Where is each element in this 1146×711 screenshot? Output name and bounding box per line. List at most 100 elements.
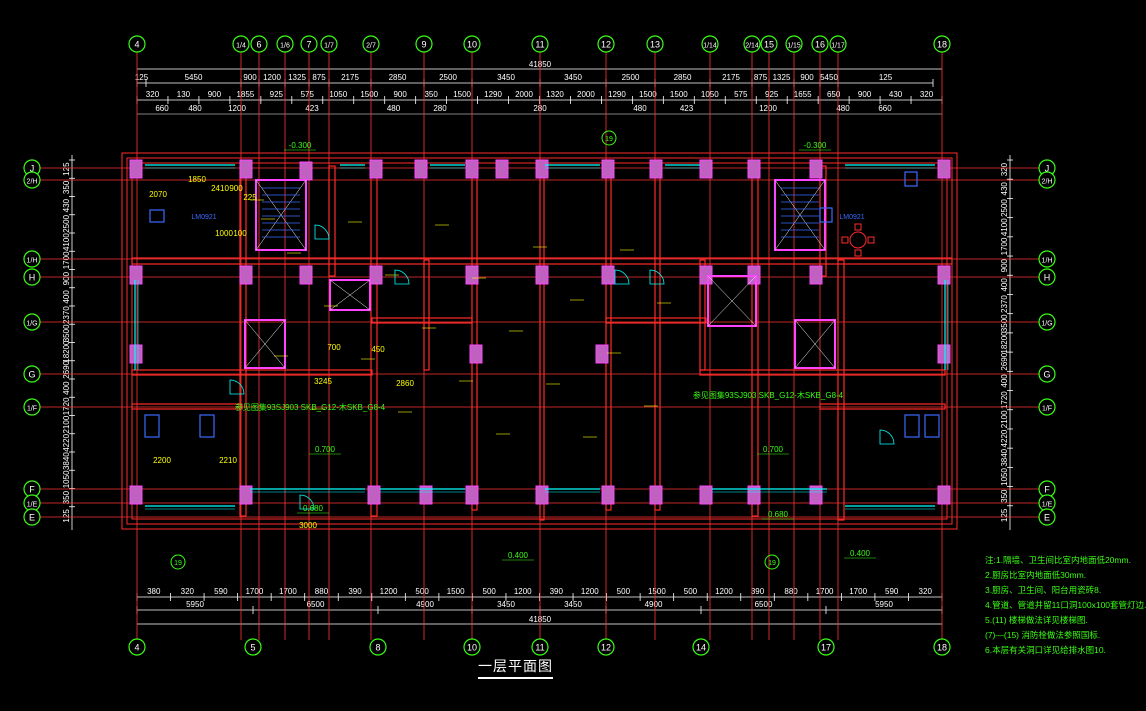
- detail-callout-bubble: [764, 554, 780, 570]
- dim-right-text: 320: [1000, 162, 1009, 176]
- room-dimension: 225: [243, 193, 257, 202]
- dim-top-row2-text: 350: [424, 90, 438, 99]
- level-mark: -0.300: [804, 141, 827, 150]
- axis-bubble-top-label: 9: [421, 40, 426, 50]
- axis-bubble-top-label: 1/14: [703, 43, 717, 50]
- dim-top-row2-text: 575: [734, 90, 748, 99]
- dim-top-row1-text: 875: [312, 73, 326, 82]
- structural-column: [129, 159, 143, 179]
- dim-left-text: 3500: [62, 324, 71, 342]
- door-swing: [299, 494, 315, 510]
- dim-left-text: 350: [62, 180, 71, 194]
- dim-bottom-row1-text: 1700: [245, 587, 263, 596]
- axis-bubble-bottom-circle: [369, 638, 387, 656]
- dim-bottom-row1-text: 500: [415, 587, 429, 596]
- axis-bubble-left-label: 1/H: [27, 258, 38, 265]
- dim-top-row2-text: 430: [889, 90, 903, 99]
- axis-bubble-left-circle: [23, 365, 41, 383]
- axis-bubble-left-label: 1/E: [27, 502, 38, 509]
- sanitary-fixture: [819, 207, 833, 223]
- structural-column: [239, 485, 253, 505]
- dim-bottom-row2-text: 6500: [755, 600, 773, 609]
- fixture-layer: [134, 164, 949, 510]
- room-dimension: 2860: [396, 379, 414, 388]
- shaft-diagonal: [794, 319, 836, 369]
- axis-bubble-left-label: F: [29, 485, 35, 495]
- dim-right-text: 3840: [1000, 448, 1009, 466]
- dim-right-text: 2100: [1000, 410, 1009, 428]
- dim-bottom-row1-text: 390: [751, 587, 765, 596]
- structural-column: [129, 485, 143, 505]
- structural-column: [809, 485, 823, 505]
- wall: [699, 369, 946, 376]
- dim-top-row2-text: 900: [858, 90, 872, 99]
- dim-top-row2-text: 130: [177, 90, 191, 99]
- dim-bottom-row1-text: 590: [214, 587, 228, 596]
- structural-column: [129, 265, 143, 285]
- dim-top-row2-text: 1050: [329, 90, 347, 99]
- axis-bubble-bottom-circle: [597, 638, 615, 656]
- axis-bubble-top-circle: [250, 35, 268, 53]
- axis-bubble-top-label: 15: [764, 40, 774, 50]
- structural-column: [699, 159, 713, 179]
- dim-right-text: 125: [1000, 508, 1009, 522]
- axis-bubble-bottom-label: 5: [250, 643, 255, 653]
- shaft-outline: [707, 275, 757, 327]
- detail-callout-number: 19: [768, 560, 776, 567]
- shaft-outline: [329, 279, 371, 311]
- dim-top-row1-text: 1200: [263, 73, 281, 82]
- level-mark: 0.400: [508, 551, 529, 560]
- room-dimension: 3245: [314, 377, 332, 386]
- axis-bubble-right-label: 1/F: [1042, 406, 1052, 413]
- axis-bubble-top-label: 1/15: [787, 43, 801, 50]
- sanitary-fixture: [144, 414, 160, 438]
- axis-bubble-bottom-label: 12: [601, 643, 611, 653]
- axis-bubble-top-circle: [933, 35, 951, 53]
- wall: [131, 257, 953, 265]
- exterior-wall: [121, 152, 958, 530]
- axis-bubble-right-label: H: [1044, 273, 1051, 283]
- axis-bubble-top-circle: [811, 35, 829, 53]
- axis-bubble-right-label: 1/G: [1041, 321, 1052, 328]
- dim-top-row2-text: 1500: [360, 90, 378, 99]
- axis-bubble-right-circle: [1038, 313, 1056, 331]
- axis-bubble-bottom-label: 11: [535, 643, 544, 653]
- axis-bubble-left-label: 1/F: [27, 406, 37, 413]
- dim-left-text: 125: [62, 162, 71, 176]
- wall: [371, 317, 473, 324]
- structural-column: [809, 265, 823, 285]
- dim-bottom-row1-text: 320: [181, 587, 195, 596]
- dim-top-row2-text: 1290: [484, 90, 502, 99]
- axis-bubble-left-label: 2/H: [27, 179, 38, 186]
- axis-bubble-right-label: 1/E: [1042, 502, 1053, 509]
- dim-bottom-row1-text: 500: [617, 587, 631, 596]
- door-swing: [649, 269, 665, 285]
- dim-bottom-row1-text: 1200: [380, 587, 398, 596]
- axis-bubble-left-label: E: [29, 513, 35, 523]
- door-callout: LM0921: [191, 214, 216, 221]
- dim-left-text: 1700: [62, 251, 71, 269]
- detail-callout-number: 19: [174, 560, 182, 567]
- dim-right-text: 1050: [1000, 468, 1009, 486]
- dim-bottom-row2-text: 5950: [875, 600, 893, 609]
- axis-bubble-bottom-label: 18: [937, 643, 947, 653]
- room-dimension: 700: [327, 343, 341, 352]
- axis-bubble-top-circle: [829, 35, 847, 53]
- dim-top-row1-text: 875: [754, 73, 768, 82]
- structural-column: [495, 159, 509, 179]
- dim-bottom-row2-text: 4900: [416, 600, 434, 609]
- axis-bubble-top-circle: [785, 35, 803, 53]
- room-dimension: 1000: [215, 229, 233, 238]
- dim-left-text: 2100: [62, 415, 71, 433]
- axis-bubble-right-label: 2/H: [1042, 179, 1053, 186]
- axis-bubble-bottom-label: 10: [467, 643, 477, 653]
- dim-top-row2-text: 320: [146, 90, 160, 99]
- dim-left-text: 900: [62, 271, 71, 285]
- dim-top-row2-text: 1655: [794, 90, 812, 99]
- axis-bubble-bottom-circle: [463, 638, 481, 656]
- dim-left-text: 400: [62, 290, 71, 304]
- dim-bottom-row1-text: 1500: [447, 587, 465, 596]
- structural-column: [465, 485, 479, 505]
- axis-bubble-top-label: 1/6: [280, 43, 290, 50]
- axis-grid: [40, 52, 1050, 640]
